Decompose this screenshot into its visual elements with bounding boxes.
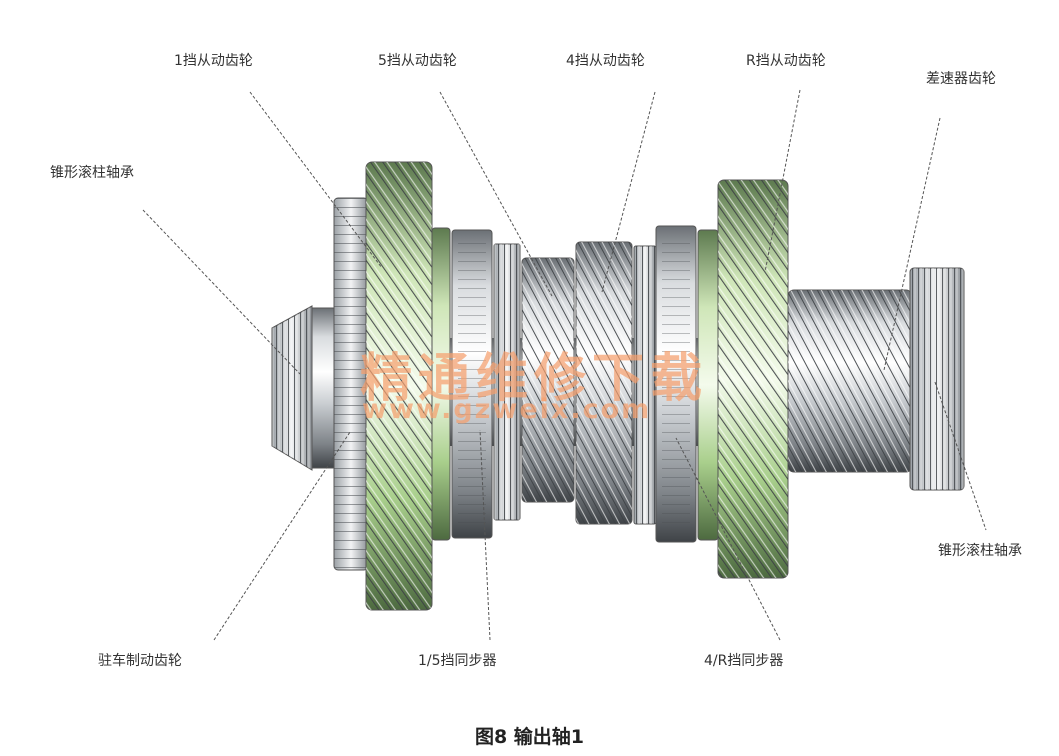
label-gear-4-driven: 4挡从动齿轮 [566,53,645,69]
leader-bearing-right [934,381,987,531]
label-gear-1-driven: 1挡从动齿轮 [174,53,253,69]
synchronizer-1-5 [431,227,521,541]
label-tapered-bearing-left: 锥形滚柱轴承 [50,165,134,181]
synchronizer-4-R [633,225,719,543]
gear-1-driven [365,161,433,611]
differential-gear [787,289,913,473]
figure-caption: 图8 输出轴1 [474,726,585,748]
label-parking-brake-gear: 驻车制动齿轮 [98,653,182,669]
gear-R-driven [717,179,789,579]
watermark-url: www.gzweix.com [362,394,652,425]
leader-parking [213,431,351,641]
label-sync-1-5: 1/5挡同步器 [418,653,497,669]
label-tapered-bearing-right: 锥形滚柱轴承 [938,543,1022,559]
leader-bearing-left [142,209,301,375]
watermark-text: 精通维修下载 [360,348,709,409]
leader-gear-5 [439,91,553,297]
leader-differential [883,117,941,371]
leader-sync-1-5 [479,429,491,641]
gear-4-driven [575,241,633,525]
gear-5-driven [521,257,575,503]
leader-sync-4-R [675,437,781,641]
tapered-bearing-left [271,305,339,471]
label-gear-5-driven: 5挡从动齿轮 [378,53,457,69]
label-sync-4-R: 4/R挡同步器 [704,653,784,669]
label-gear-R-driven: R挡从动齿轮 [746,53,826,69]
leader-gear-1 [249,91,383,269]
leader-gear-R [764,89,801,273]
leader-lines [142,89,987,641]
leader-gear-4 [601,91,656,293]
tapered-bearing-right [909,267,965,491]
label-differential-gear: 差速器齿轮 [926,71,996,87]
